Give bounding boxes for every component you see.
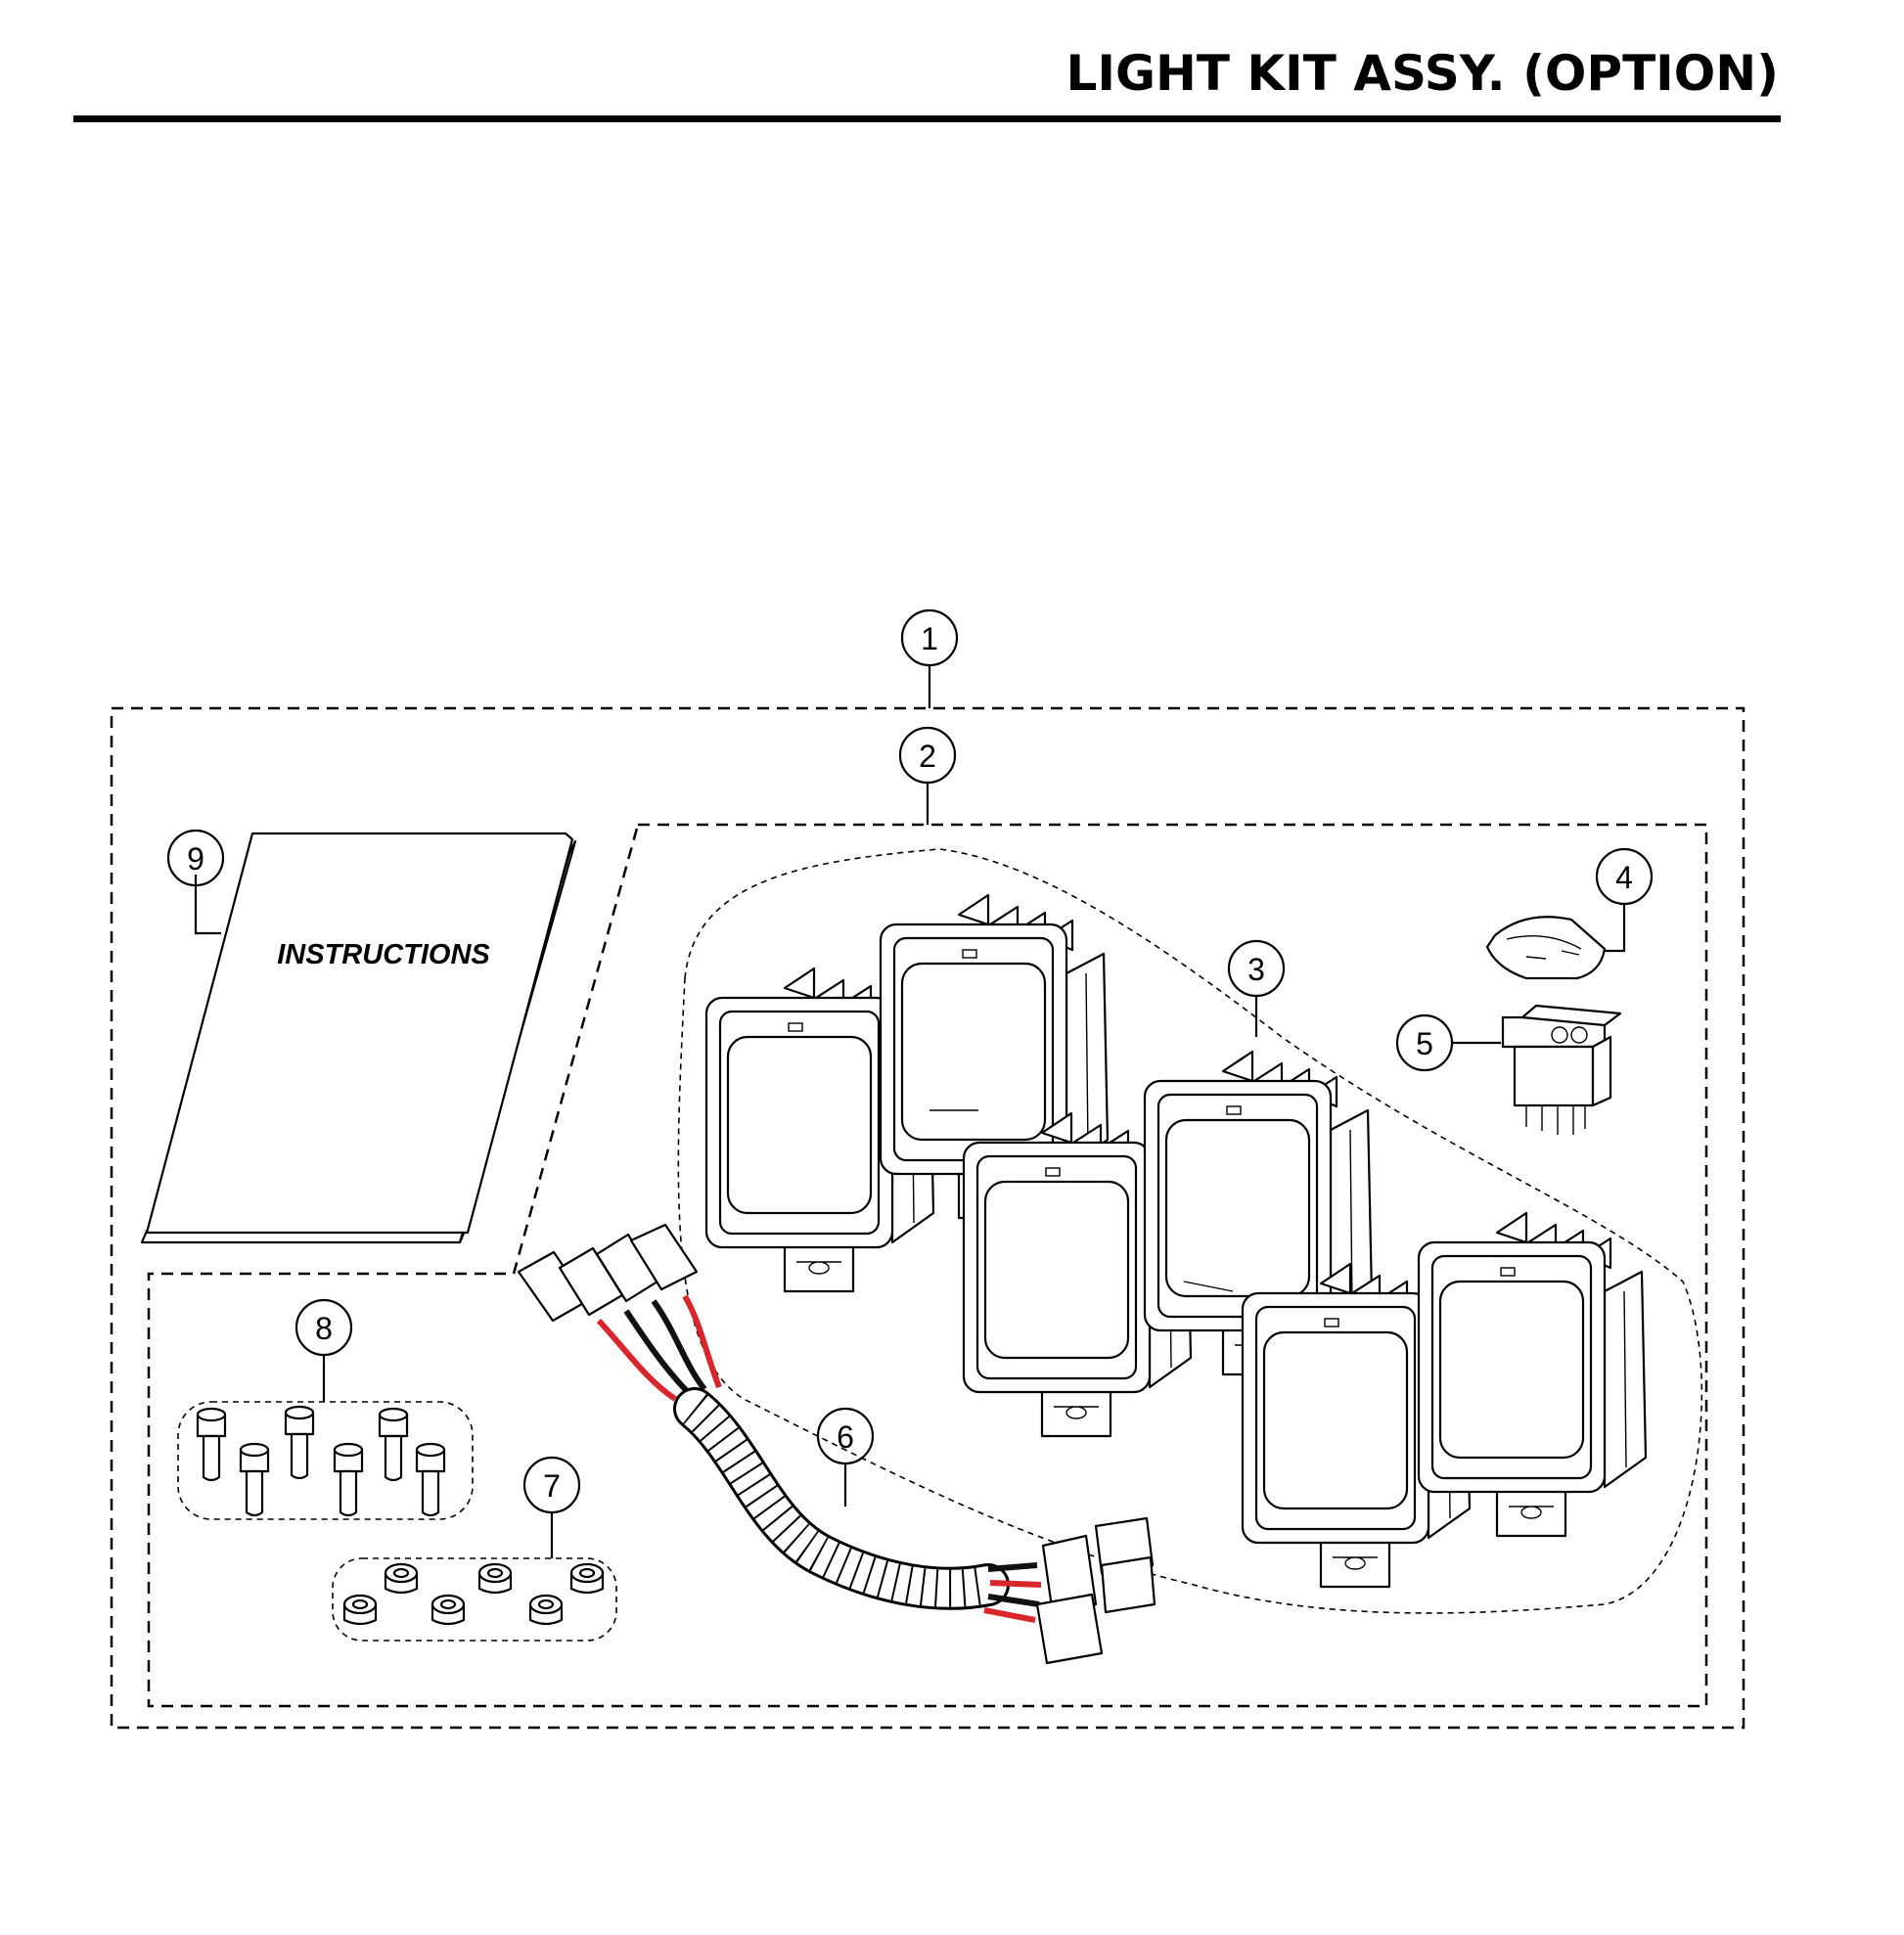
page-title: LIGHT KIT ASSY. (OPTION) <box>1066 45 1779 102</box>
harness-boundary <box>147 823 1708 1708</box>
nut <box>569 1562 605 1595</box>
callout-6: 6 <box>816 1407 875 1465</box>
callout-5-label: 5 <box>1416 1026 1433 1061</box>
work-light-6 <box>1417 1211 1648 1538</box>
callout-4-label: 4 <box>1615 860 1633 895</box>
bolt <box>239 1442 270 1517</box>
rocker-switch <box>1501 1004 1622 1135</box>
bolt <box>196 1407 227 1482</box>
nuts-boundary <box>332 1557 617 1642</box>
callout-1: 1 <box>900 608 959 667</box>
bolt <box>378 1407 409 1482</box>
bolt-set <box>196 1405 446 1517</box>
callout-7-label: 7 <box>543 1468 561 1504</box>
callout-4: 4 <box>1595 847 1654 906</box>
leader-9 <box>194 875 221 935</box>
nut <box>342 1594 378 1626</box>
instructions-booklet <box>140 832 577 1244</box>
light-bar <box>929 1109 1234 1292</box>
bolts-boundary <box>177 1401 474 1520</box>
callout-8: 8 <box>295 1298 353 1357</box>
nut <box>431 1594 466 1626</box>
nut-set <box>342 1562 605 1626</box>
callout-8-label: 8 <box>315 1311 333 1346</box>
instructions-label: INSTRUCTIONS <box>277 939 490 970</box>
nut <box>384 1562 419 1595</box>
callout-1-label: 1 <box>921 621 938 656</box>
callout-3-label: 3 <box>1247 952 1265 987</box>
wire-harness <box>517 1223 1156 1665</box>
bolt <box>284 1405 315 1480</box>
callout-2: 2 <box>898 726 957 785</box>
lights-boundary <box>677 848 1703 1614</box>
bolt <box>415 1442 446 1517</box>
nut <box>528 1594 564 1626</box>
callout-6-label: 6 <box>837 1419 854 1455</box>
callout-2-label: 2 <box>919 739 936 774</box>
switch-rocker-cover <box>1485 916 1607 980</box>
nut <box>477 1562 513 1595</box>
callout-3: 3 <box>1227 939 1286 998</box>
bolt <box>333 1442 364 1517</box>
callout-5: 5 <box>1395 1013 1454 1072</box>
callout-9: 9 <box>166 829 225 887</box>
callout-9-label: 9 <box>187 841 204 877</box>
title-rule <box>73 115 1781 122</box>
kit-boundary <box>110 706 1745 1730</box>
callout-7: 7 <box>522 1456 581 1514</box>
